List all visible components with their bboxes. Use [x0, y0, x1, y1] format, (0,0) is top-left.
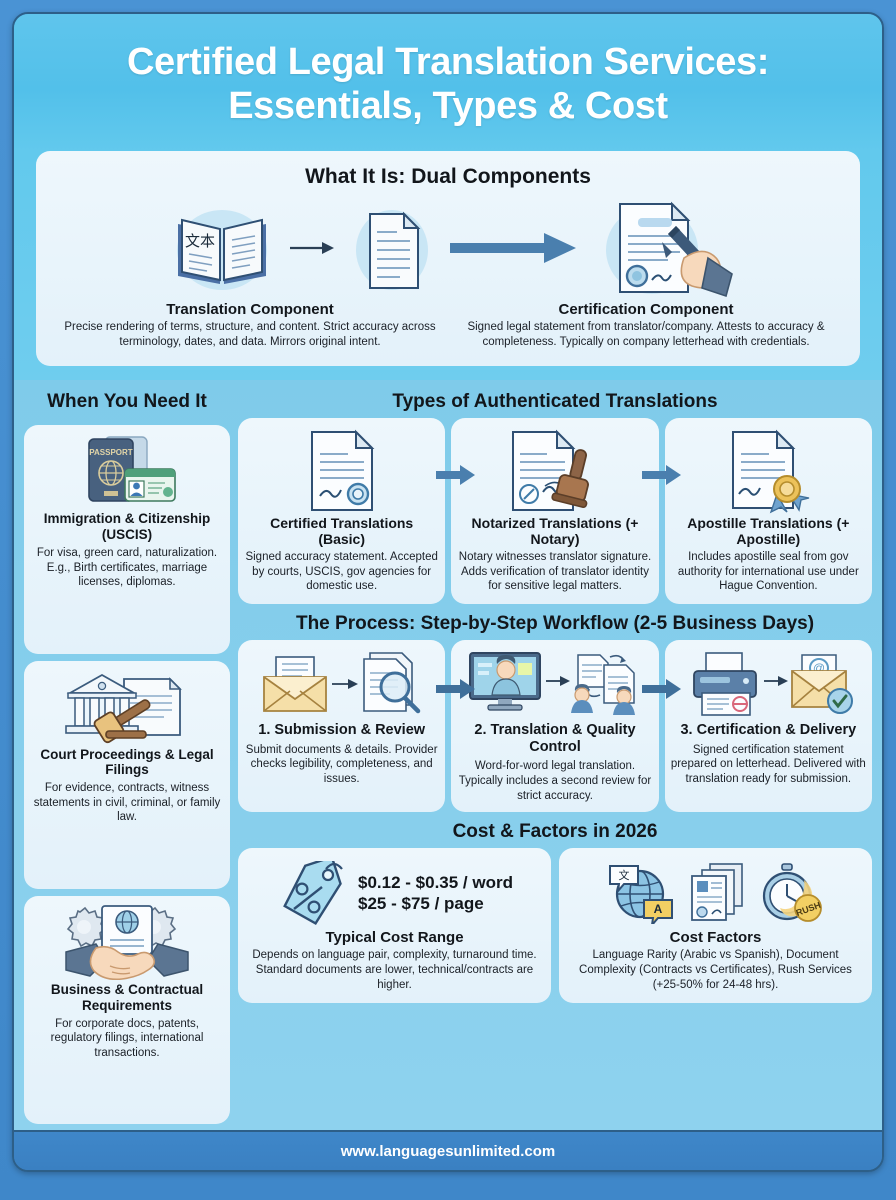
translation-component-title: Translation Component — [166, 300, 334, 318]
process-card-title: 3. Certification & Delivery — [680, 721, 857, 738]
open-book-translation-icon: 文本 — [162, 198, 282, 298]
monitor-translator-review-icon — [466, 648, 644, 720]
need-card-court: Court Proceedings & Legal Filings For ev… — [24, 660, 230, 889]
printer-email-check-icon: @ — [680, 648, 856, 720]
certification-component-desc: Signed legal statement from translator/c… — [467, 320, 825, 349]
process-card-submission: 1. Submission & Review Submit documents … — [238, 639, 446, 813]
certified-seal-document-icon — [304, 427, 380, 515]
price-text-block: $0.12 - $0.35 / word $25 - $75 / page — [358, 872, 513, 916]
passport-id-icon: PASSPORT — [67, 433, 187, 509]
need-card-immigration: PASSPORT — [24, 425, 230, 654]
process-card-row: 1. Submission & Review Submit documents … — [238, 639, 872, 813]
process-section: The Process: Step-by-Step Workflow (2-5 … — [238, 610, 872, 813]
type-card-title: Apostille Translations (+ Apostille) — [687, 515, 850, 548]
infographic-frame: Certified Legal Translation Services: Es… — [12, 12, 884, 1172]
globe-cjk-glyph: 文 — [618, 868, 629, 882]
globe-translate-icon: 文 A — [608, 862, 674, 925]
types-heading: Types of Authenticated Translations — [392, 391, 718, 413]
big-arrow-icon — [448, 231, 578, 265]
certification-component: Certification Component Signed legal sta… — [448, 301, 844, 350]
process-card-certification: @ 3. Certification & Delivery Signed cer… — [664, 639, 872, 813]
cost-factors-desc: Language Rarity (Arabic vs Spanish), Doc… — [579, 949, 852, 992]
page-title: Certified Legal Translation Services: Es… — [44, 40, 852, 129]
type-card-title: Certified Translations (Basic) — [270, 515, 414, 548]
cost-range-card: $0.12 - $0.35 / word $25 - $75 / page Ty… — [238, 848, 551, 1004]
type-card-desc: Signed accuracy statement. Accepted by c… — [245, 551, 438, 593]
need-card-title: Business & Contractual Requirements — [50, 981, 204, 1013]
title-line-1: Certified Legal Translation Services: — [127, 41, 769, 83]
translated-document-icon — [342, 198, 442, 298]
process-card-title: 1. Submission & Review — [258, 721, 426, 738]
price-per-page: $25 - $75 / page — [358, 894, 484, 914]
need-card-title: Court Proceedings & Legal Filings — [40, 746, 214, 778]
dual-components-section: What It Is: Dual Components 文本 — [14, 150, 882, 381]
need-card-business: Business & Contractual Requirements For … — [24, 895, 230, 1124]
process-arrow-2-icon — [642, 678, 682, 700]
cost-range-desc: Depends on language pair, complexity, tu… — [252, 949, 537, 992]
need-card-desc: For evidence, contracts, witness stateme… — [33, 782, 221, 824]
process-arrow-1-icon — [436, 678, 476, 700]
types-card-row: Certified Translations (Basic) Signed ac… — [238, 418, 872, 604]
certification-component-title: Certification Component — [558, 300, 734, 318]
price-per-word: $0.12 - $0.35 / word — [358, 872, 513, 892]
passport-label: PASSPORT — [89, 448, 133, 457]
cost-factors-card: 文 A — [559, 848, 872, 1004]
price-tag-percent-icon — [276, 861, 346, 926]
process-card-title: 2. Translation & Quality Control — [474, 721, 636, 755]
cost-factors-title: Cost Factors — [669, 929, 762, 947]
price-line: $0.12 - $0.35 / word $25 - $75 / page — [276, 857, 513, 929]
process-card-desc: Word-for-word legal translation. Typical… — [458, 760, 652, 802]
dual-components-card: What It Is: Dual Components 文本 — [36, 150, 860, 367]
types-arrow-2-icon — [642, 464, 682, 486]
small-arrow-icon — [288, 236, 336, 260]
apostille-rosette-document-icon — [725, 427, 811, 515]
footer-url[interactable]: www.languagesunlimited.com — [340, 1142, 556, 1160]
envelope-magnifier-icon — [258, 648, 426, 720]
type-card-notarized: Notarized Translations (+ Notary) Notary… — [451, 418, 659, 604]
type-card-desc: Includes apostille seal from gov authori… — [677, 551, 859, 593]
type-card-certified: Certified Translations (Basic) Signed ac… — [238, 418, 446, 604]
cost-factors-icon-row: 文 A — [608, 857, 824, 929]
when-you-need-it-heading: When You Need It — [47, 391, 207, 413]
cost-range-title: Typical Cost Range — [325, 929, 464, 947]
dual-components-icon-row: 文本 — [52, 195, 844, 301]
process-card-translation: 2. Translation & Quality Control Word-fo… — [451, 639, 659, 813]
translation-component-desc: Precise rendering of terms, structure, a… — [64, 320, 436, 349]
title-line-2: Essentials, Types & Cost — [228, 85, 668, 128]
stacked-documents-icon — [686, 862, 746, 924]
dual-components-text-row: Translation Component Precise rendering … — [52, 301, 844, 350]
when-you-need-it-section: When You Need It PASSPORT — [24, 388, 230, 1124]
handshake-contract-icon — [62, 904, 192, 980]
need-card-desc: For corporate docs, patents, regulatory … — [50, 1017, 204, 1059]
notary-stamp-document-icon — [507, 427, 603, 515]
translation-component: Translation Component Precise rendering … — [52, 301, 448, 350]
main-content-grid: When You Need It PASSPORT — [14, 380, 882, 1130]
right-column: Types of Authenticated Translations — [238, 388, 872, 1124]
cost-heading: Cost & Factors in 2026 — [452, 821, 658, 843]
courthouse-gavel-icon — [62, 669, 192, 745]
cost-section: Cost & Factors in 2026 — [238, 818, 872, 1004]
signed-certificate-hand-icon — [584, 196, 734, 300]
stopwatch-rush-icon: RUSH — [758, 862, 824, 924]
hero-header: Certified Legal Translation Services: Es… — [14, 14, 882, 151]
dual-components-heading: What It Is: Dual Components — [305, 164, 591, 188]
need-card-title: Immigration & Citizenship (USCIS) — [43, 511, 211, 543]
process-heading: The Process: Step-by-Step Workflow (2-5 … — [295, 612, 815, 634]
process-card-desc: Signed certification statement prepared … — [670, 743, 866, 785]
type-card-title: Notarized Translations (+ Notary) — [471, 515, 639, 548]
cost-card-row: $0.12 - $0.35 / word $25 - $75 / page Ty… — [238, 848, 872, 1004]
process-card-desc: Submit documents & details. Provider che… — [245, 743, 438, 785]
types-arrow-1-icon — [436, 464, 476, 486]
type-card-apostille: Apostille Translations (+ Apostille) Inc… — [664, 418, 872, 604]
type-card-desc: Notary witnesses translator signature. A… — [458, 551, 652, 593]
types-section: Types of Authenticated Translations — [238, 388, 872, 604]
footer-bar: www.languagesunlimited.com — [14, 1130, 882, 1170]
book-cjk-glyph: 文本 — [185, 232, 215, 250]
need-card-desc: For visa, green card, naturalization. E.… — [36, 547, 218, 589]
globe-letter-a: A — [653, 902, 662, 916]
